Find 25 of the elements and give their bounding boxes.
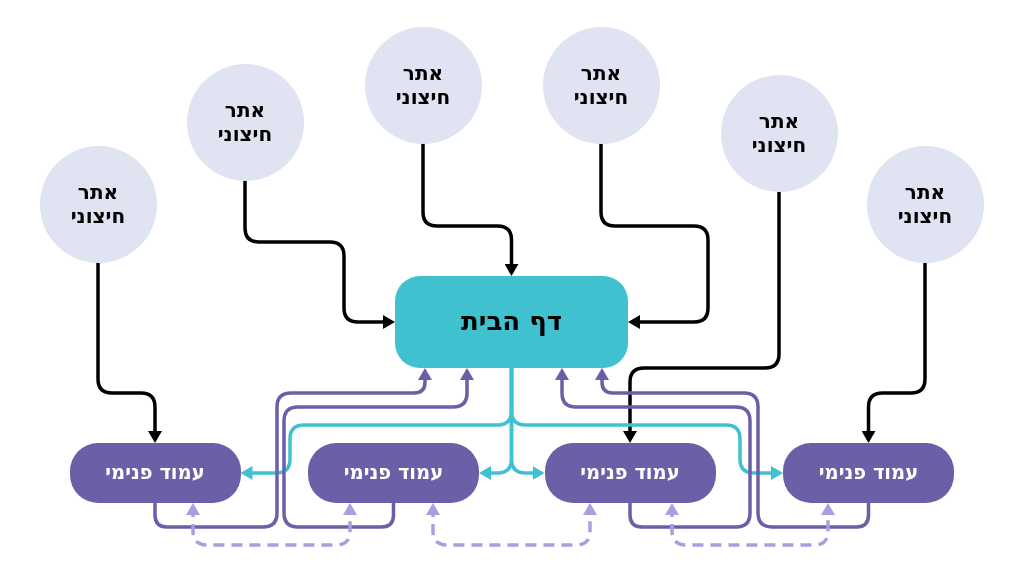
circle-node: אתר חיצוני (364, 26, 482, 144)
pill-box: עמוד פנימי (544, 443, 716, 503)
arrow (595, 368, 871, 529)
circle-node: אתר חיצוני (542, 26, 660, 144)
circle-node: אתר חיצוני (720, 74, 838, 192)
rounded-box: דף הבית (395, 276, 628, 368)
pill-box: עמוד פנימי (783, 443, 954, 503)
arrow (282, 368, 474, 529)
arrow (421, 143, 519, 276)
pill-box: עמוד פנימי (69, 443, 241, 503)
arrow (153, 368, 432, 529)
arrow (96, 262, 162, 443)
arrow (861, 262, 927, 443)
arrow (243, 180, 395, 329)
dashed-double-arrow (186, 503, 357, 547)
arrow (599, 143, 710, 329)
arrow (509, 368, 783, 480)
dashed-double-arrow (426, 503, 597, 547)
circle-node: אתר חיצוני (39, 145, 157, 263)
dashed-double-arrow (665, 503, 835, 547)
pill-box: עמוד פנימי (308, 443, 479, 503)
circle-node: אתר חיצוני (186, 63, 304, 181)
arrow (623, 191, 781, 443)
circle-node: אתר חיצוני (866, 145, 984, 263)
arrow (555, 368, 752, 529)
